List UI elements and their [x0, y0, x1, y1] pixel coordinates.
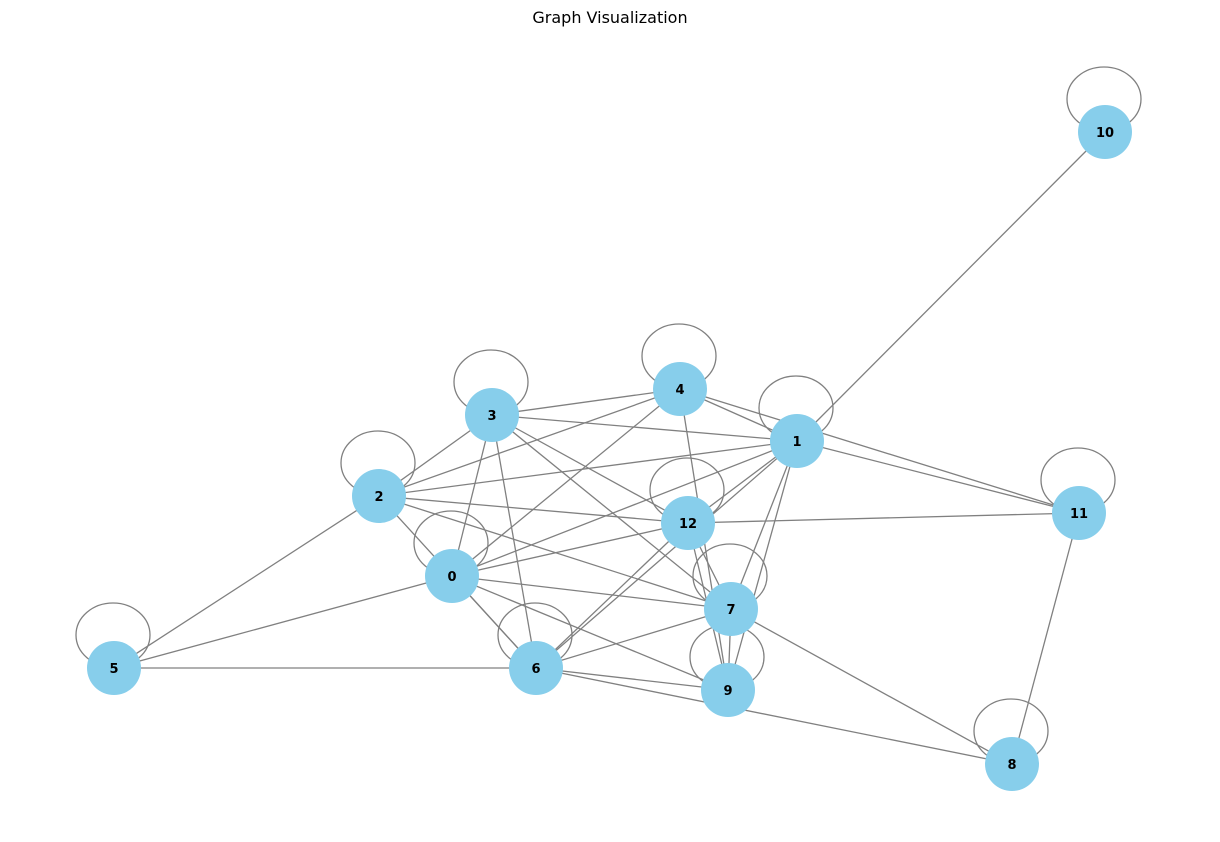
node-circle-3	[465, 388, 519, 442]
edge-4-2	[378, 388, 681, 497]
node-2: 2	[352, 469, 406, 523]
node-circle-11	[1052, 486, 1106, 540]
edge-0-9	[451, 575, 729, 691]
edge-11-8	[1011, 512, 1080, 765]
node-circle-4	[653, 362, 707, 416]
edge-0-5	[113, 575, 453, 669]
node-circle-5	[87, 641, 141, 695]
node-9: 9	[701, 663, 755, 717]
node-circle-7	[704, 582, 758, 636]
edge-1-6	[535, 440, 798, 669]
node-5: 5	[87, 641, 141, 695]
edge-1-11	[796, 440, 1080, 514]
edge-12-11	[687, 512, 1080, 524]
node-7: 7	[704, 582, 758, 636]
edge-3-1	[491, 414, 798, 442]
edge-2-5	[113, 495, 380, 669]
node-8: 8	[985, 737, 1039, 791]
edge-3-7	[491, 414, 732, 610]
graph-title: Graph Visualization	[532, 8, 687, 27]
edge-0-7	[451, 575, 732, 610]
edge-3-0	[451, 414, 493, 577]
node-10: 10	[1078, 105, 1132, 159]
edge-6-8	[535, 667, 1013, 765]
node-label-10: 10	[1096, 126, 1114, 141]
node-4: 4	[653, 362, 707, 416]
node-label-2: 2	[374, 490, 383, 505]
node-1: 1	[770, 414, 824, 468]
node-label-5: 5	[109, 662, 118, 677]
node-circle-2	[352, 469, 406, 523]
edge-12-0	[451, 522, 689, 577]
node-label-12: 12	[679, 517, 697, 532]
node-label-6: 6	[531, 662, 540, 677]
edge-1-2	[378, 440, 798, 497]
node-label-9: 9	[723, 684, 732, 699]
edge-2-12	[378, 495, 689, 524]
node-12: 12	[661, 496, 715, 550]
edge-6-9	[535, 667, 729, 691]
node-circle-0	[425, 549, 479, 603]
node-label-0: 0	[447, 570, 456, 585]
node-label-8: 8	[1007, 758, 1016, 773]
edge-7-8	[730, 608, 1013, 765]
node-circle-12	[661, 496, 715, 550]
node-11: 11	[1052, 486, 1106, 540]
edge-3-6	[491, 414, 537, 669]
node-label-7: 7	[726, 603, 735, 618]
node-label-11: 11	[1070, 507, 1088, 522]
edge-3-4	[491, 388, 681, 416]
node-circle-8	[985, 737, 1039, 791]
node-circle-10	[1078, 105, 1132, 159]
node-circle-1	[770, 414, 824, 468]
edge-1-9	[727, 440, 798, 691]
edge-10-1	[796, 131, 1106, 442]
edge-1-0	[451, 440, 798, 577]
edge-7-6	[535, 608, 732, 669]
node-label-1: 1	[792, 435, 801, 450]
node-3: 3	[465, 388, 519, 442]
node-circle-9	[701, 663, 755, 717]
edge-layer	[113, 131, 1106, 765]
node-label-4: 4	[675, 383, 684, 398]
edge-3-12	[491, 414, 689, 524]
edge-4-11	[679, 388, 1080, 514]
node-label-3: 3	[487, 409, 496, 424]
edge-4-0	[451, 388, 681, 577]
node-0: 0	[425, 549, 479, 603]
node-circle-6	[509, 641, 563, 695]
edge-1-7	[730, 440, 798, 610]
node-6: 6	[509, 641, 563, 695]
